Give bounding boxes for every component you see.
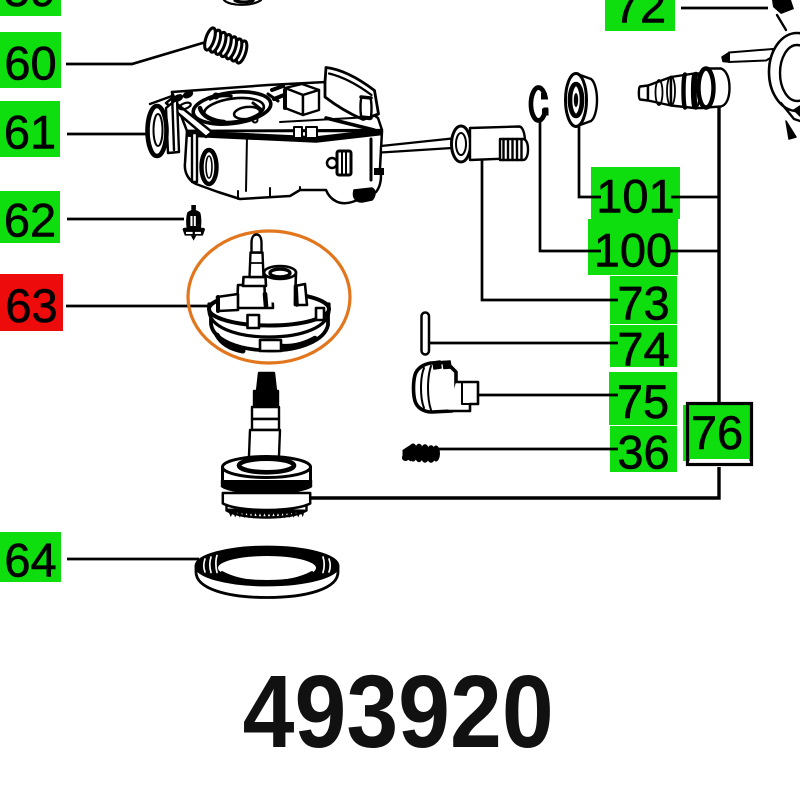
svg-text:76: 76	[691, 406, 743, 459]
svg-text:101: 101	[596, 170, 674, 223]
svg-text:61: 61	[4, 106, 56, 159]
svg-text:63: 63	[5, 279, 57, 332]
svg-text:60: 60	[4, 37, 56, 90]
svg-text:59: 59	[4, 0, 56, 16]
svg-text:73: 73	[617, 277, 669, 330]
svg-text:36: 36	[617, 426, 669, 479]
svg-text:64: 64	[4, 534, 56, 587]
svg-text:100: 100	[594, 224, 672, 277]
svg-text:62: 62	[4, 194, 56, 247]
svg-text:75: 75	[617, 375, 669, 428]
svg-text:72: 72	[614, 0, 666, 33]
svg-text:74: 74	[617, 323, 669, 376]
